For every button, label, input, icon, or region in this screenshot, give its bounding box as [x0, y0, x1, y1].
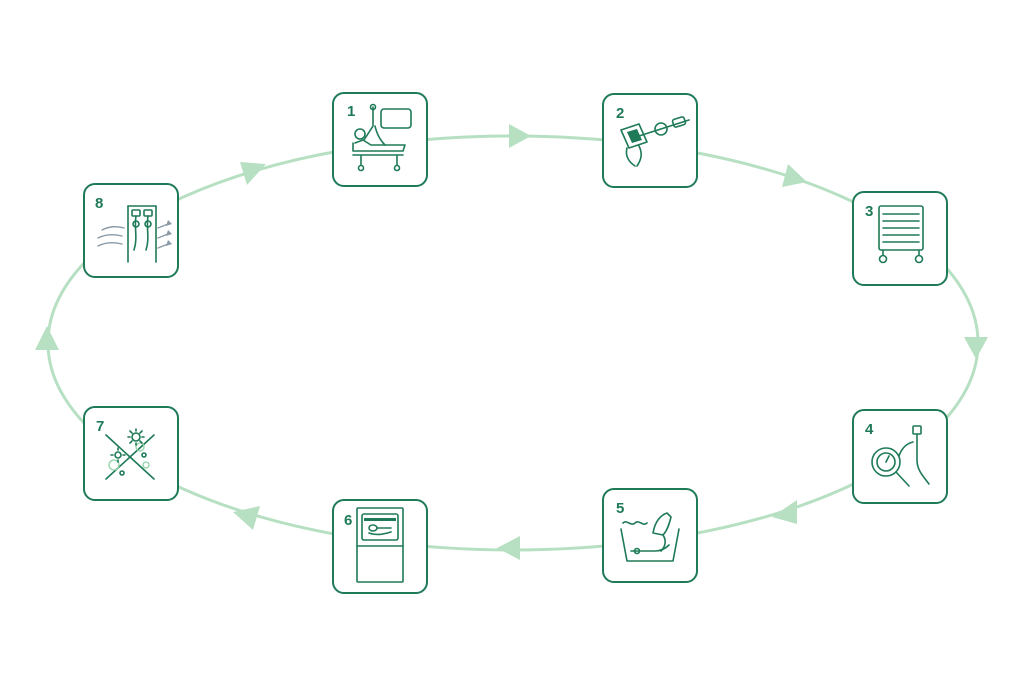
step-number: 1	[347, 103, 355, 120]
step-number: 6	[344, 512, 352, 529]
washer-disinfector-icon	[356, 507, 404, 583]
step-box	[602, 93, 698, 188]
arrow-3-4	[964, 337, 988, 359]
step-3: 3	[852, 191, 948, 286]
drying-cabinet-icon	[97, 205, 172, 263]
step-number: 4	[865, 421, 874, 438]
step-number: 2	[616, 105, 624, 122]
step-5: 5	[602, 488, 698, 583]
arrow-6-7	[233, 506, 260, 530]
step-4: 4	[852, 409, 948, 504]
arrow-4-5	[772, 500, 797, 524]
step-8: 8	[83, 183, 179, 278]
arrow-2-3	[782, 164, 807, 187]
step-2: 2	[602, 93, 698, 188]
step-box	[852, 409, 948, 504]
arrow-8-1	[240, 162, 266, 185]
step-number: 8	[95, 195, 103, 212]
disinfection-germs-icon	[105, 428, 155, 480]
step-1: 1	[332, 92, 428, 187]
step-box	[83, 183, 179, 278]
patient-bed-endoscope-icon	[352, 103, 412, 172]
step-number: 7	[96, 418, 104, 435]
step-number: 3	[865, 203, 873, 220]
transport-cart-icon	[878, 205, 924, 264]
arrow-5-6	[497, 536, 520, 560]
step-6: 6	[332, 499, 428, 594]
step-number: 5	[616, 500, 624, 517]
leak-test-magnifier-icon	[871, 425, 930, 487]
arrow-7-8	[35, 326, 59, 350]
precleaning-wipe-icon	[620, 116, 690, 167]
arrow-1-2	[509, 124, 531, 148]
manual-cleaning-basin-icon	[620, 512, 680, 562]
cycle-loop	[46, 134, 980, 552]
loop-arrows	[35, 124, 988, 560]
step-7: 7	[83, 406, 179, 501]
